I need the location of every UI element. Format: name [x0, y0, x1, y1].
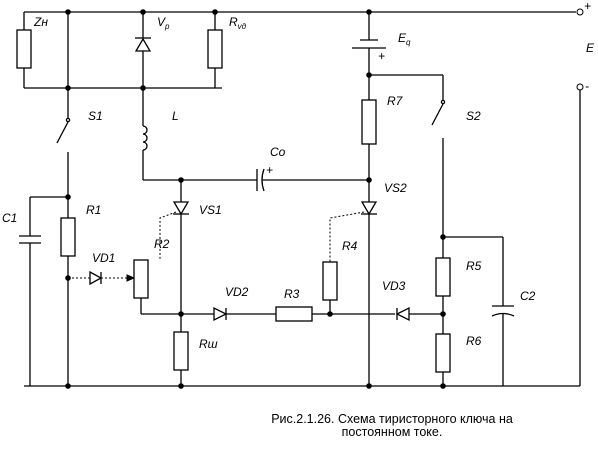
diode-vd3-label: VD3 — [382, 279, 406, 293]
load-return-rail — [23, 12, 222, 89]
diode-vp-label: Vp — [157, 15, 170, 31]
figure-caption-line1: Рис.2.1.26. Схема тиристорного ключа на — [271, 412, 513, 426]
thyristor-vs1-label: VS1 — [199, 203, 222, 217]
inductor-l-label: L — [172, 109, 179, 123]
thyristor-vs1: VS1 — [159, 180, 222, 332]
battery-eq-label: Eq — [398, 31, 411, 47]
battery-eq: Eq + — [352, 12, 411, 100]
capacitor-c2-label: C2 — [520, 289, 536, 303]
resistor-r6: R6 — [435, 333, 482, 386]
battery-eq-plus: + — [378, 49, 385, 63]
load-zn: Zн — [16, 15, 48, 69]
positive-terminal-label: + — [584, 0, 591, 13]
load-zn-label: Zн — [33, 15, 48, 29]
capacitor-co: Co + — [143, 145, 369, 192]
resistor-r1: R1 — [60, 203, 101, 386]
negative-terminal: - — [576, 79, 589, 93]
supply-label-e: E — [586, 41, 595, 55]
capacitor-co-label: Co — [270, 145, 286, 159]
resistor-r2: R2 — [133, 237, 170, 314]
positive-terminal: + — [576, 0, 591, 16]
switch-s1: S1 — [56, 12, 103, 218]
resistor-r5: R5 — [435, 257, 482, 334]
resistor-r3-label: R3 — [284, 287, 300, 301]
resistor-r1-label: R1 — [86, 203, 101, 217]
resistor-rvd: Rvд — [207, 15, 247, 69]
thyristor-vs2-label: VS2 — [384, 181, 407, 195]
resistor-r4-label: R4 — [342, 239, 358, 253]
thyristor-vs2: VS2 — [329, 181, 407, 386]
resistor-r4: R4 — [322, 239, 358, 314]
figure-caption-line2: постоянном токе. — [341, 425, 443, 439]
resistor-rsh-label: Rш — [199, 337, 218, 351]
switch-s2: S2 — [369, 74, 481, 258]
resistor-r7-label: R7 — [387, 94, 404, 108]
capacitor-c1: C1 — [2, 196, 68, 386]
switch-s1-label: S1 — [88, 109, 103, 123]
resistor-r6-label: R6 — [466, 334, 482, 348]
diode-vd2-label: VD2 — [225, 285, 249, 299]
junction-dots — [65, 9, 446, 389]
resistor-rsh: Rш — [173, 331, 218, 386]
diode-vd1-label: VD1 — [92, 251, 115, 265]
inductor-l: L — [142, 88, 179, 180]
diode-vd1: VD1 — [68, 251, 136, 286]
resistor-r7: R7 — [361, 94, 404, 202]
negative-terminal-label: - — [585, 79, 589, 93]
resistor-r5-label: R5 — [466, 259, 482, 273]
resistor-r2-label: R2 — [154, 237, 170, 251]
resistor-rvd-label: Rvд — [229, 15, 247, 31]
bottom-negative-rail — [24, 90, 581, 387]
diode-vd3: VD3 — [382, 279, 410, 322]
capacitor-co-plus: + — [266, 163, 273, 177]
figure-caption: Рис.2.1.26. Схема тиристорного ключа на … — [262, 413, 522, 439]
resistor-r3: R3 — [275, 287, 313, 322]
capacitor-c1-label: C1 — [2, 211, 17, 225]
diode-vp: Vp — [134, 15, 170, 58]
switch-s2-label: S2 — [466, 109, 481, 123]
diode-vd2: VD2 — [213, 285, 276, 322]
capacitor-c2: C2 — [443, 236, 536, 386]
